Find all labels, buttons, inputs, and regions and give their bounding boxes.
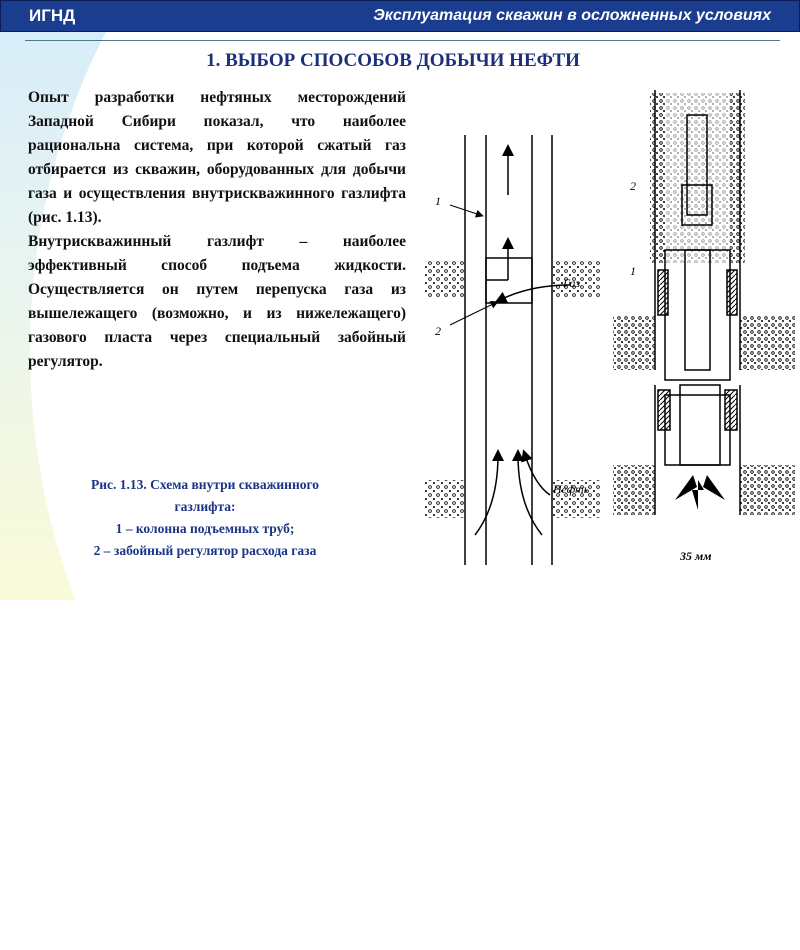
figure-caption: Рис. 1.13. Схема внутри скважинного газл…: [30, 474, 380, 562]
body-text: Опыт разработки нефтяных месторождений З…: [28, 86, 406, 374]
caption-line: газлифта:: [174, 499, 236, 514]
caption-line: Рис. 1.13. Схема внутри скважинного: [90, 477, 320, 492]
downhole-regulator-diagram: 2 1 35 мм: [613, 90, 795, 563]
label-2: 2: [630, 179, 636, 193]
oil-label: Нефть: [552, 482, 590, 496]
gas-label: Газ: [562, 276, 581, 290]
paragraph-1: Опыт разработки нефтяных месторождений З…: [28, 89, 406, 226]
header-bar: ИГНД Эксплуатация скважин в осложненных …: [0, 0, 800, 32]
paragraph-2: Внутрискважинный газлифт – наиболее эффе…: [28, 233, 406, 370]
label-2: 2: [435, 324, 441, 338]
page-title: 1. ВЫБОР СПОСОБОВ ДОБЫЧИ НЕФТИ: [206, 50, 580, 71]
gaslift-scheme-diagram: 1 2 Газ Нефть: [425, 135, 600, 565]
course-title: Эксплуатация скважин в осложненных услов…: [373, 7, 771, 24]
divider: [25, 40, 780, 41]
caption-line: 1 – колонна подъемных труб;: [115, 521, 295, 536]
label-1: 1: [435, 194, 441, 208]
label-1: 1: [630, 264, 636, 278]
caption-line: 2 – забойный регулятор расхода газа: [93, 543, 317, 558]
scale-label: 35 мм: [679, 549, 711, 563]
org-name: ИГНД: [29, 6, 76, 25]
